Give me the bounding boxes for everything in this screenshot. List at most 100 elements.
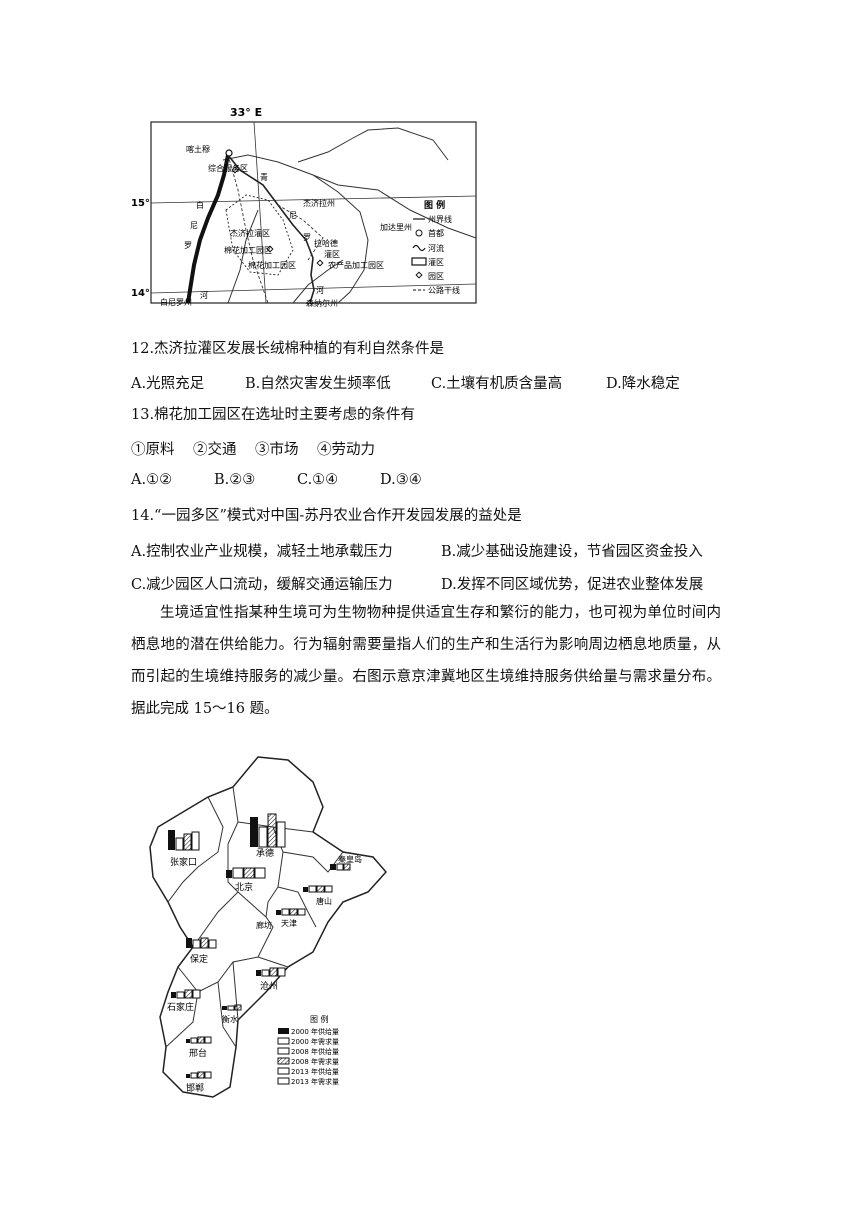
state-boundary-lines [222,127,477,304]
label-gedaref: 加达里州 [380,222,412,232]
city-label-hengshui: 衡水 [222,1014,238,1024]
q13-condition-1: ①原料 [131,442,175,458]
legend-2013-supply-icon [277,1067,290,1075]
q13-condition-2: ②交通 [193,442,237,458]
city-label-baoding: 保定 [190,953,208,965]
city-label-cangzhou: 沧州 [260,980,278,992]
q12-option-b: B.自然灾害发生频率低 [245,376,391,392]
map1-legend-title: 图 例 [424,199,445,211]
q12-option-d: D.降水稳定 [606,376,680,392]
label-khartoum: 喀土穆 [186,144,210,154]
question-13-stem: 13.棉花加工园区在选址时主要考虑的条件有 [131,407,416,423]
capital-marker [225,149,233,157]
white-nile-river [186,154,230,304]
q13-option-a: A.①② [131,472,173,488]
label-rahad-irrigation: 灌区 [324,249,340,259]
legend-item-5: 园区 [428,272,444,281]
legend-2013-demand: 2013 年需求量 [291,1077,339,1086]
parallel-15 [150,195,477,204]
highway-lines [227,154,324,304]
legend-2013-demand-icon [277,1077,290,1085]
label-blue-nile-2: 尼 [289,211,297,220]
label-blue-nile-1: 青 [260,172,268,182]
q13-option-d: D.③④ [380,472,422,488]
label-white-nile-state: 白尼罗州 [160,297,192,307]
legend-2000-supply: 2000 年供给量 [291,1027,339,1036]
label-white-nile-4: 河 [200,290,208,300]
blue-nile-river [227,154,315,304]
q13-condition-4: ④劳动力 [317,442,375,458]
q13-option-c: C.①④ [297,472,339,488]
q14-option-b: B.减少基础设施建设，节省园区资金投入 [441,544,703,560]
bars-beijing [226,867,266,879]
legend-2008-demand: 2008 年需求量 [291,1057,339,1066]
bars-hengshui [222,1004,242,1011]
legend-2008-supply-icon [277,1047,290,1055]
legend-item-3: 河流 [428,243,444,253]
label-gezira-scheme: 杰济拉灌区 [230,228,270,238]
legend-2000-supply-icon [278,1028,289,1034]
label-white-nile-2: 尼 [190,221,198,230]
question-14-options-row2: C.减少园区人口流动，缓解交通运输压力 D.发挥不同区域优势，促进农业整体发展 [131,573,703,594]
park-marker [316,259,324,267]
question-12-options: A.光照充足 B.自然灾害发生频率低 C.土壤有机质含量高 D.降水稳定 [131,372,680,393]
bars-zhangjiakou [168,830,200,851]
question-14-options-row1: A.控制农业产业规模，减轻土地承载压力 B.减少基础设施建设，节省园区资金投入 [131,540,703,561]
legend-capital-icon [415,229,423,237]
legend-item-1: 州界线 [428,214,452,224]
label-rahad: 拉哈德 [314,238,338,248]
park-marker [231,166,239,174]
legend-2008-supply: 2008 年供给量 [291,1047,339,1056]
q14-option-a: A.控制农业产业规模，减轻土地承载压力 [131,544,393,560]
legend-2008-demand-icon [277,1057,290,1065]
question-13-options: A.①② B.②③ C.①④ D.③④ [131,472,422,488]
bars-tangshan [303,885,333,893]
q12-option-c: C.土壤有机质含量高 [431,376,563,392]
bars-cangzhou [256,967,286,977]
legend-irrigation-icon [411,257,427,266]
legend-item-4: 灌区 [428,257,444,267]
legend-2000-demand: 2000 年需求量 [291,1037,339,1046]
city-label-tianjin: 天津 [281,918,297,928]
legend-2013-supply: 2013 年供给量 [291,1067,339,1076]
label-sennar: 森纳尔州 [306,298,338,308]
jingjinji-map-figure: 承德 张家口 秦皇岛 北京 唐山 天津 廊坊 保定 沧州 石家庄 衡水 邢台 邯… [149,756,388,1098]
q13-option-b: B.②③ [214,472,256,488]
gezira-irrigation-area [225,194,294,276]
bars-qinhuangdao [330,863,351,871]
q12-option-a: A.光照充足 [131,376,205,392]
city-label-beijing: 北京 [235,881,253,893]
label-cotton-zone: 棉花加工园区 [224,245,272,255]
city-label-xingtai: 邢台 [189,1047,207,1059]
map-frame [150,121,477,304]
label-white-nile-3: 罗 [184,241,192,250]
legend-river-icon [412,244,426,252]
latitude-15-label: 15° [131,198,150,209]
park-marker [266,245,274,253]
passage-15-16: 生境适宜性指某种生境可为生物物种提供适宜生存和繁衍的能力，也可视为单位时间内栖息… [131,605,721,717]
label-agri-zone: 农产品加工园区 [328,260,384,270]
city-label-qinhuangdao: 秦皇岛 [338,854,362,864]
bars-xingtai [186,1036,212,1044]
q13-condition-3: ③市场 [255,442,299,458]
q14-option-c: C.减少园区人口流动，缓解交通运输压力 [131,577,393,593]
q14-option-d: D.发挥不同区域优势，促进农业整体发展 [441,577,704,593]
sudan-map-figure: 33° E 15° 14° 喀土穆 综合服务区 杰济拉州 杰济拉灌区 棉花加工园… [131,106,477,308]
city-label-chengde: 承德 [256,847,274,859]
meridian-33e [253,121,267,304]
city-label-tangshan: 唐山 [316,896,332,906]
label-river: 河 [316,285,324,295]
bars-baoding [186,937,217,949]
bars-handan [186,1071,212,1079]
label-blue-nile-3: 罗 [303,233,311,242]
region-outline [149,756,388,1098]
city-label-shijiazhuang: 石家庄 [167,1001,194,1013]
legend-item-2: 首都 [428,228,444,238]
legend-2000-demand-icon [277,1037,290,1045]
question-12-stem: 12.杰济拉灌区发展长绒棉种植的有利自然条件是 [131,341,445,357]
legend-item-6: 公路干线 [428,285,460,295]
question-14-stem: 14.“一园多区”模式对中国-苏丹农业合作开发园发展的益处是 [131,508,522,524]
city-label-handan: 邯郸 [186,1082,204,1094]
longitude-label: 33° E [230,106,262,119]
map2-legend-title: 图 例 [310,1014,329,1024]
